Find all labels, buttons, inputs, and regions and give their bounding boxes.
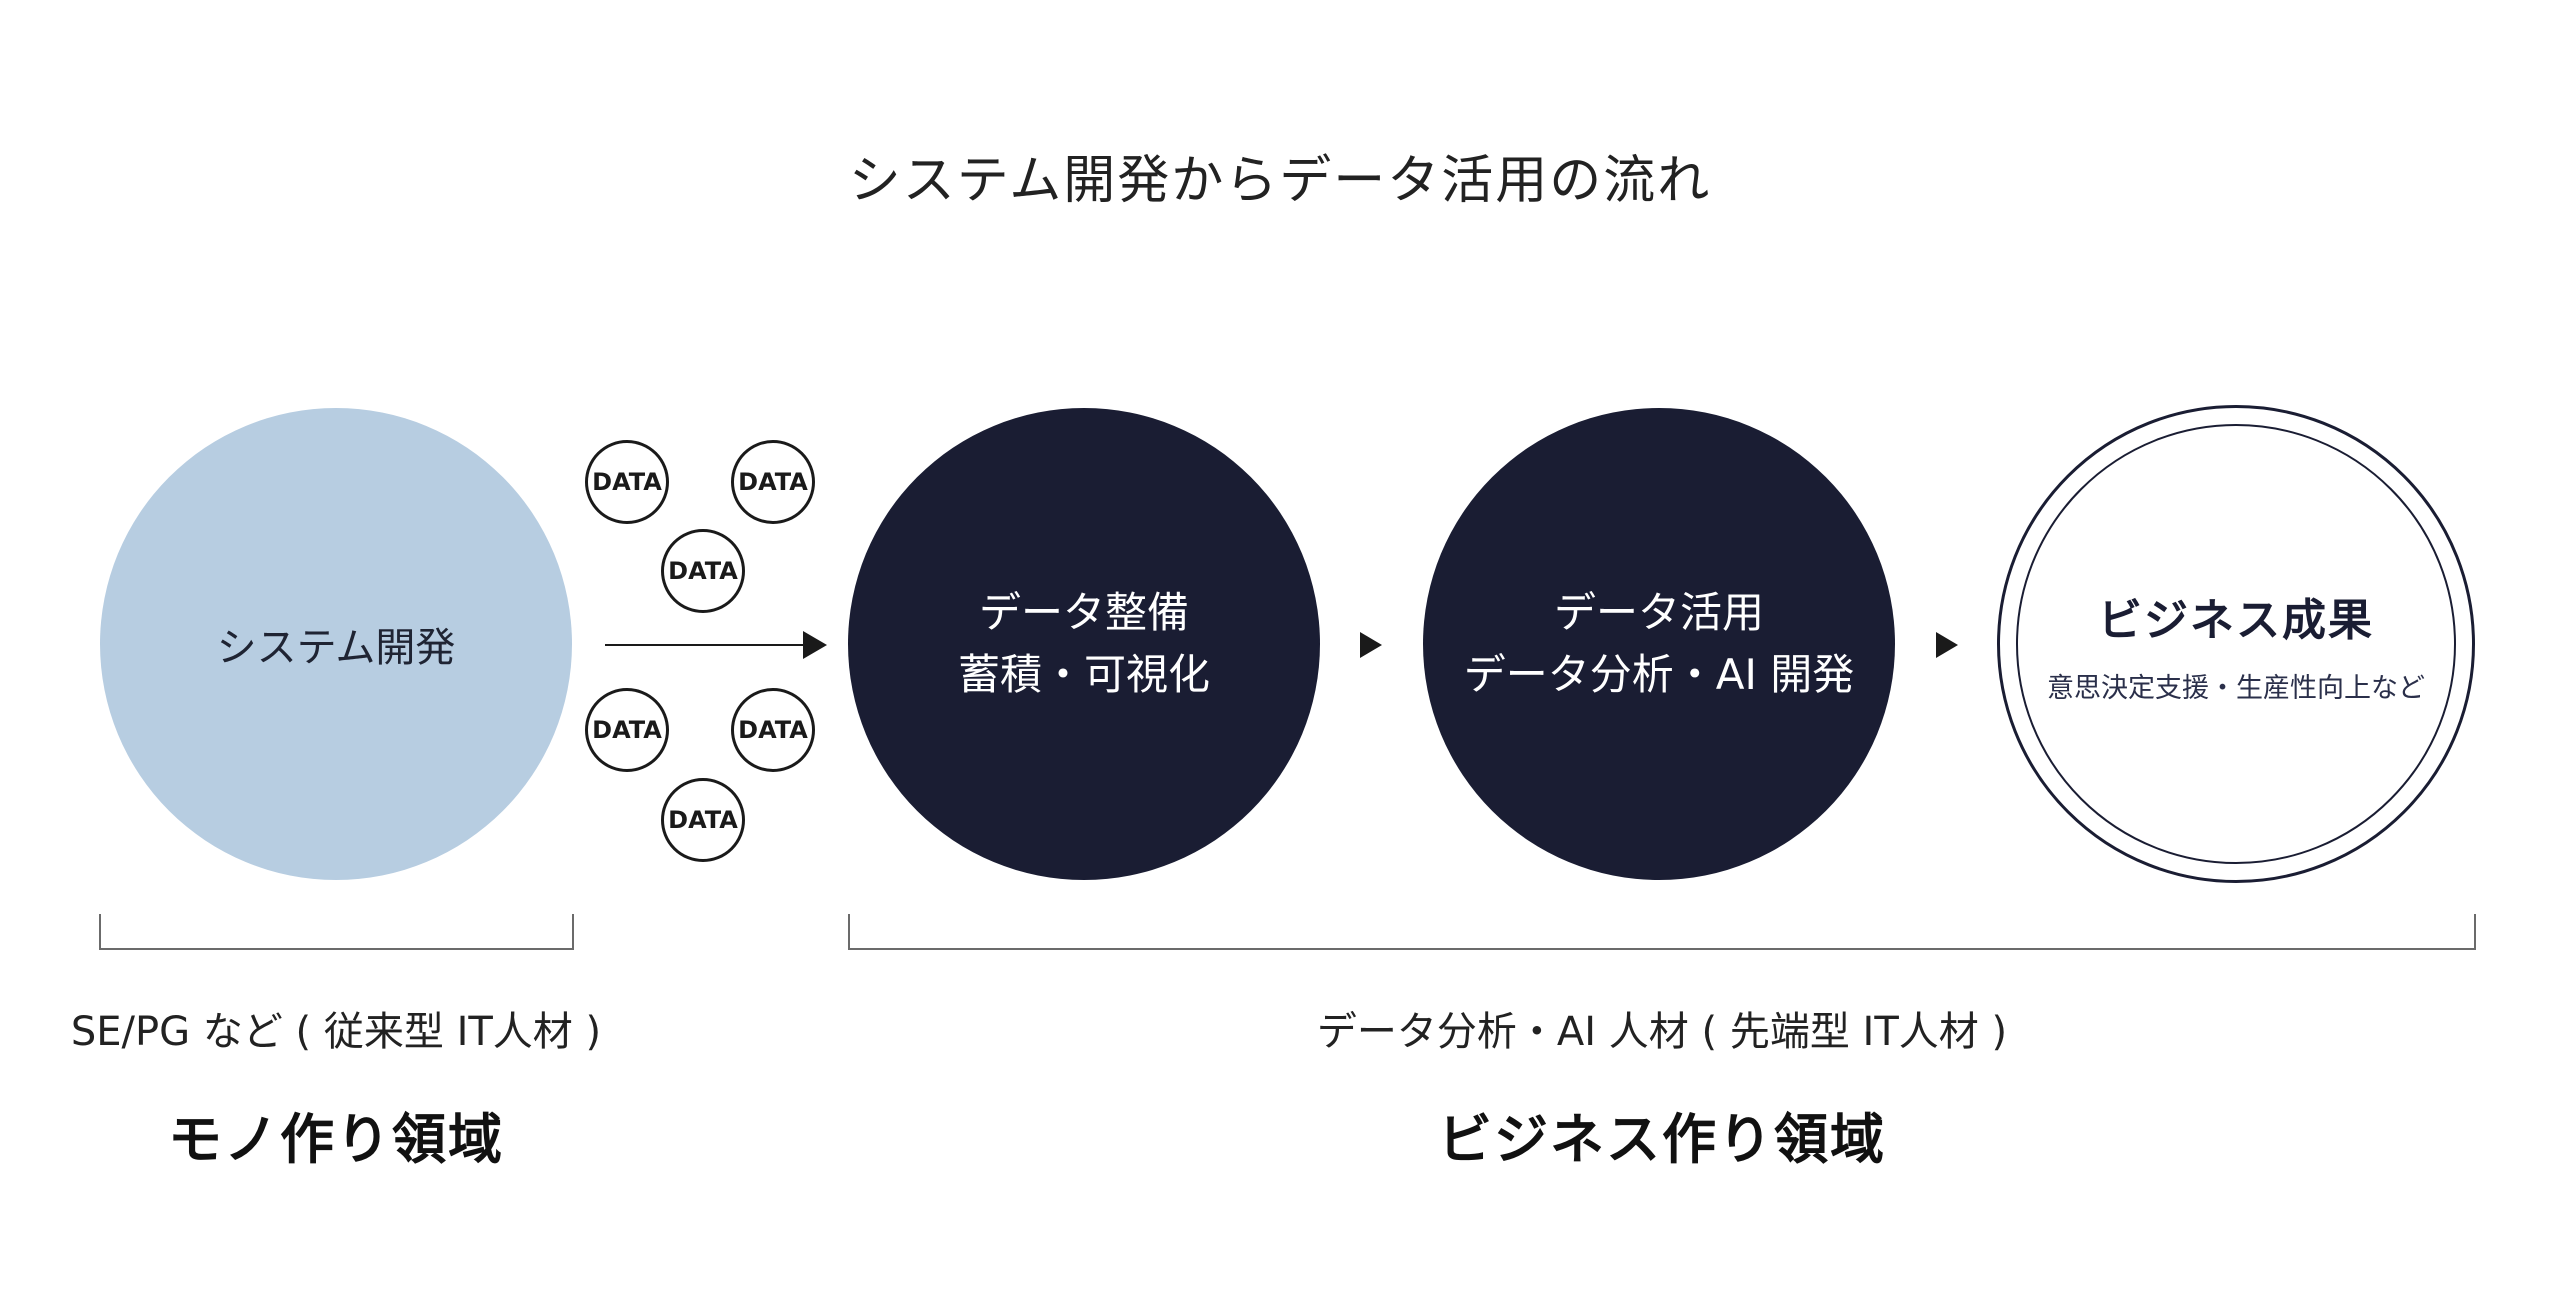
data-bubble: DATA [585, 688, 669, 772]
system-development-label: システム開発 [216, 625, 456, 671]
data-bubble: DATA [661, 778, 745, 862]
triangle-arrow-icon [1360, 632, 1382, 658]
right-bracket [848, 914, 2476, 950]
advanced-it-role-label: データ分析・AI 人材 ( 先端型 IT人材 ) [1316, 1009, 2008, 1055]
data-bubble: DATA [731, 440, 815, 524]
left-bracket [99, 914, 574, 950]
business-result-detail: 意思決定支援・生産性向上など [2047, 672, 2425, 704]
system-development-circle: システム開発 [100, 408, 572, 880]
data-preparation-detail: 蓄積・可視化 [957, 650, 1210, 699]
business-result-circle: ビジネス成果 意思決定支援・生産性向上など [1997, 405, 2475, 883]
flow-arrow-head-icon [803, 631, 827, 659]
data-bubble: DATA [661, 529, 745, 613]
data-bubble: DATA [731, 688, 815, 772]
data-utilization-circle: データ活用 データ分析・AI 開発 [1423, 408, 1895, 880]
manufacturing-domain-label: モノ作り領域 [168, 1107, 504, 1171]
traditional-it-role-label: SE/PG など ( 従来型 IT人材 ) [70, 1009, 602, 1055]
data-preparation-title: データ整備 [978, 588, 1189, 637]
data-utilization-title: データ活用 [1553, 588, 1764, 637]
triangle-arrow-icon [1936, 632, 1958, 658]
data-bubble: DATA [585, 440, 669, 524]
data-preparation-circle: データ整備 蓄積・可視化 [848, 408, 1320, 880]
business-domain-label: ビジネス作り領域 [1438, 1107, 1886, 1171]
data-utilization-detail: データ分析・AI 開発 [1463, 650, 1855, 699]
business-result-title: ビジネス成果 [2098, 594, 2374, 646]
diagram-title: システム開発からデータ活用の流れ [848, 150, 1712, 211]
flow-arrow-line [605, 644, 805, 646]
